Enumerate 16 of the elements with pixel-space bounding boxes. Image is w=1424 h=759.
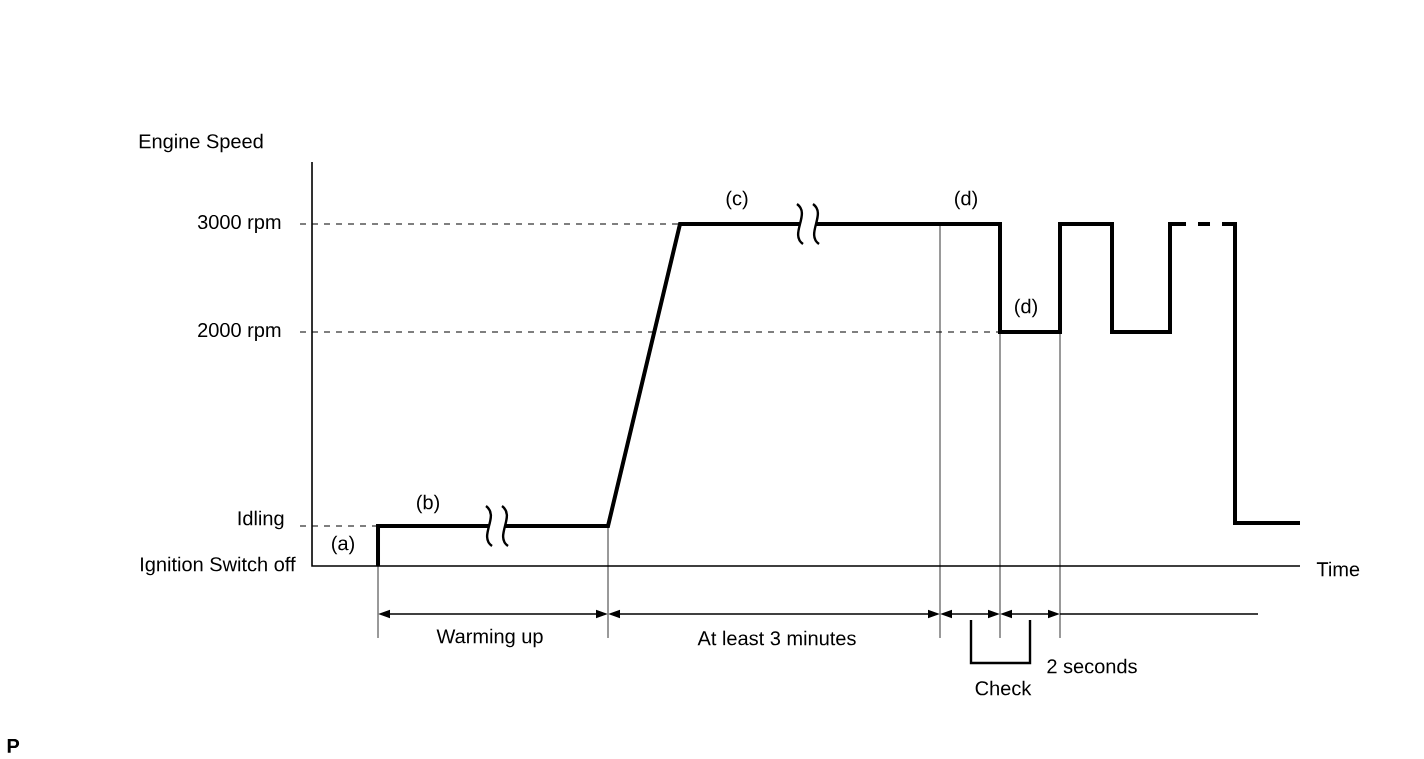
- axis-title: Engine Speed: [139, 133, 263, 153]
- phase-label: (c): [726, 190, 748, 210]
- duration-label: At least 3 minutes: [697, 630, 856, 646]
- duration-label: 2 seconds: [1047, 658, 1137, 674]
- phase-label: (b): [417, 494, 439, 514]
- tick-label: Idling: [238, 510, 284, 530]
- bracket-label: Check: [975, 680, 1032, 696]
- tick-label: Ignition Switch off: [141, 556, 296, 576]
- phase-label: (d): [955, 190, 977, 210]
- axis-title: Time: [1316, 561, 1360, 577]
- page-mark: P: [7, 739, 20, 753]
- phase-label: (d): [1015, 298, 1037, 318]
- tick-label: 3000 rpm: [197, 214, 281, 234]
- phase-label: (a): [332, 535, 354, 555]
- duration-label: Warming up: [436, 628, 543, 648]
- tick-label: 2000 rpm: [198, 322, 281, 342]
